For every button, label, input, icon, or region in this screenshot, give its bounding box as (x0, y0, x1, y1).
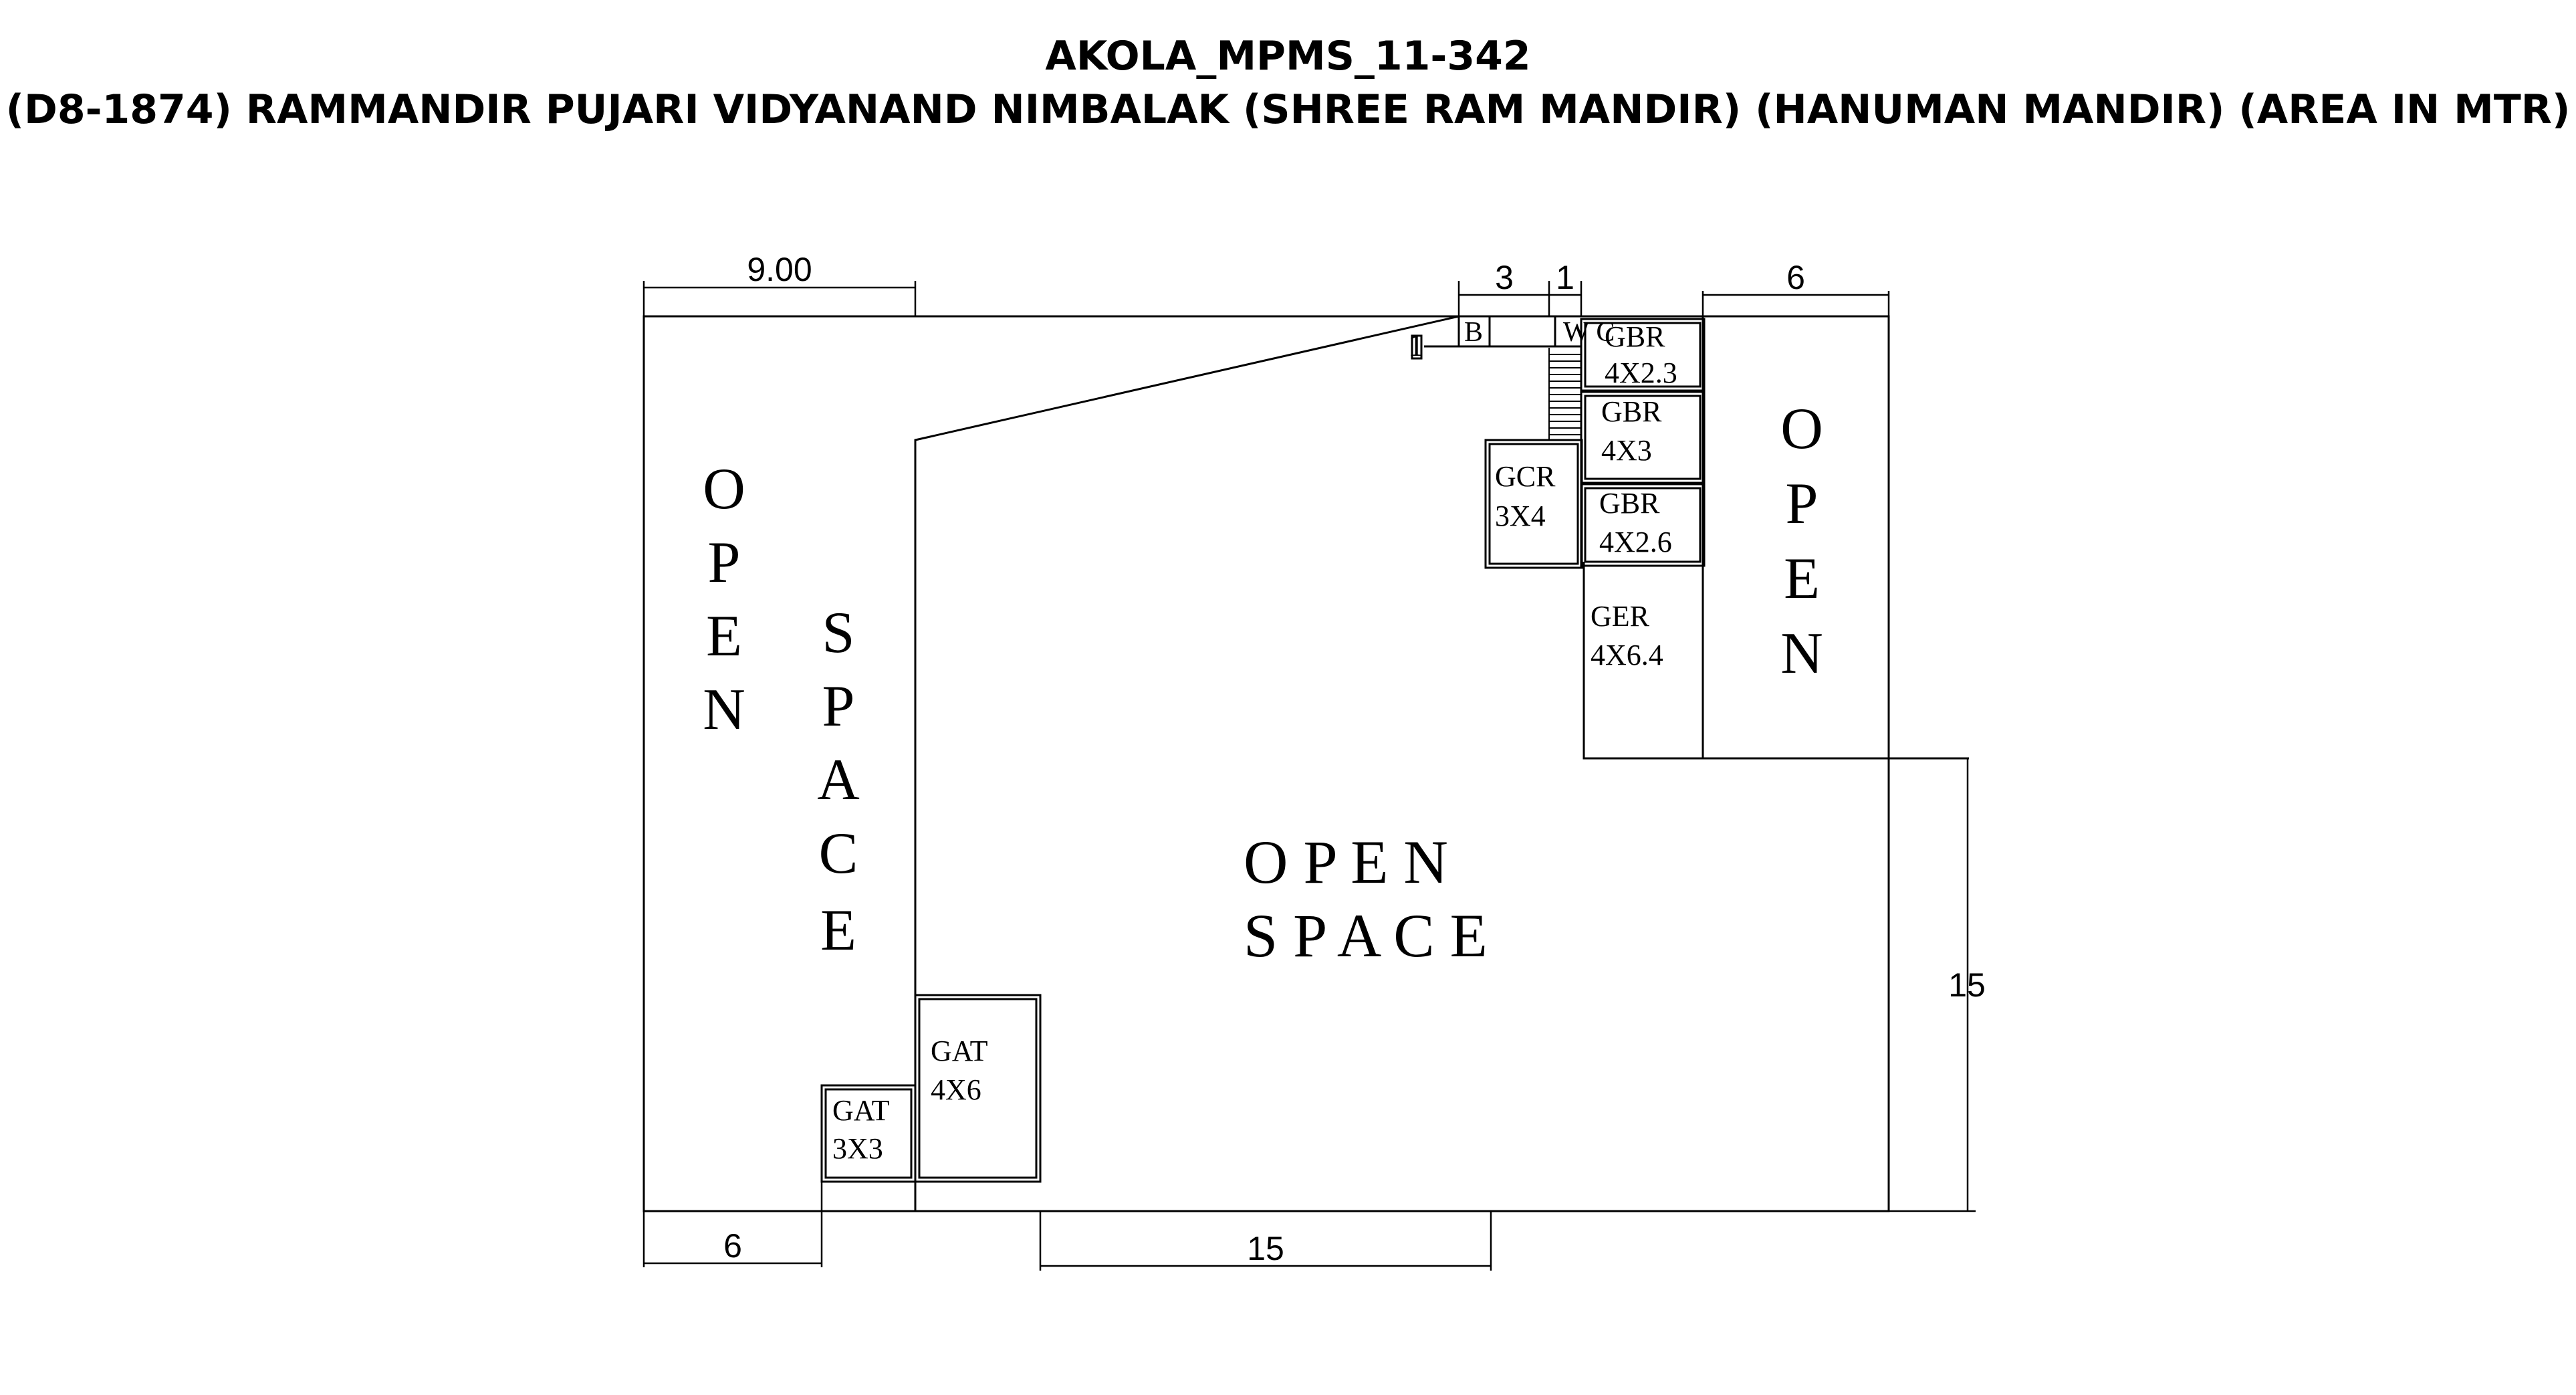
open-center-line2: S P A C E (1244, 901, 1488, 970)
open-center-line1: O P E N (1244, 828, 1448, 896)
gat-large-name: GAT (931, 1035, 988, 1067)
bath-wc-strip (1424, 316, 1581, 348)
dim-label-bottom-left: 6 (723, 1227, 742, 1265)
dim-label-wc-width: 1 (1556, 259, 1574, 296)
svg-text:N: N (703, 677, 745, 742)
dim-top-left (642, 281, 917, 316)
open-left-col1: O P E N (703, 457, 745, 742)
gat-room-small (820, 1084, 917, 1183)
open-right-col: O P E N (1780, 397, 1823, 686)
dim-top-b-wc (1457, 281, 1583, 316)
svg-text:E: E (820, 898, 856, 963)
svg-text:P: P (708, 530, 741, 595)
svg-text:O: O (1780, 397, 1823, 461)
svg-text:N: N (1780, 621, 1823, 686)
svg-text:E: E (1784, 546, 1820, 611)
gbr3-size: 4X2.6 (1599, 526, 1672, 558)
dim-label-bottom-middle: 15 (1247, 1230, 1284, 1267)
gbr3-name: GBR (1599, 487, 1660, 520)
ger-name: GER (1591, 600, 1650, 633)
dim-bottom-left (642, 1182, 823, 1267)
dim-label-left-small: 1 (1408, 328, 1424, 363)
open-left-col2: S P A C E (817, 601, 860, 963)
gcr-size: 3X4 (1495, 500, 1546, 532)
svg-text:O: O (703, 457, 745, 522)
building-outline (914, 315, 1459, 1211)
svg-text:S: S (822, 601, 855, 665)
gat-small-size: 3X3 (832, 1132, 883, 1165)
svg-text:E: E (706, 604, 742, 669)
gcr-room (1484, 439, 1583, 569)
room-label-wc: W C (1563, 317, 1615, 348)
dim-label-b-width: 3 (1495, 259, 1514, 296)
gat-large-size: 4X6 (931, 1073, 981, 1106)
dim-top-right (1702, 291, 1890, 316)
stair-treads (1548, 348, 1582, 440)
svg-text:P: P (822, 674, 855, 739)
svg-text:A: A (817, 748, 860, 813)
drawing-subtitle: (D8-1874) RAMMANDIR PUJARI VIDYANAND NIM… (5, 86, 2571, 133)
dim-label-top-left: 9.00 (747, 251, 812, 288)
gbr2-name: GBR (1601, 395, 1662, 428)
room-label-bath: B (1464, 317, 1483, 348)
dim-label-top-right: 6 (1786, 259, 1805, 296)
gbr1-size: 4X2.3 (1605, 356, 1677, 389)
gcr-name: GCR (1495, 460, 1556, 493)
ger-size: 4X6.4 (1591, 639, 1663, 671)
gbr1-name: GBR (1605, 320, 1665, 353)
svg-text:C: C (819, 821, 858, 886)
gbr2-size: 4X3 (1601, 434, 1652, 467)
svg-text:P: P (1786, 471, 1819, 536)
gat-small-name: GAT (832, 1094, 890, 1127)
dim-bottom-middle (1039, 1211, 1492, 1271)
dim-label-right-height: 15 (1948, 966, 1986, 1004)
drawing-title: AKOLA_MPMS_11-342 (1045, 33, 1531, 80)
dim-right-height (1889, 758, 1976, 1212)
corner-mark (1411, 334, 1423, 360)
